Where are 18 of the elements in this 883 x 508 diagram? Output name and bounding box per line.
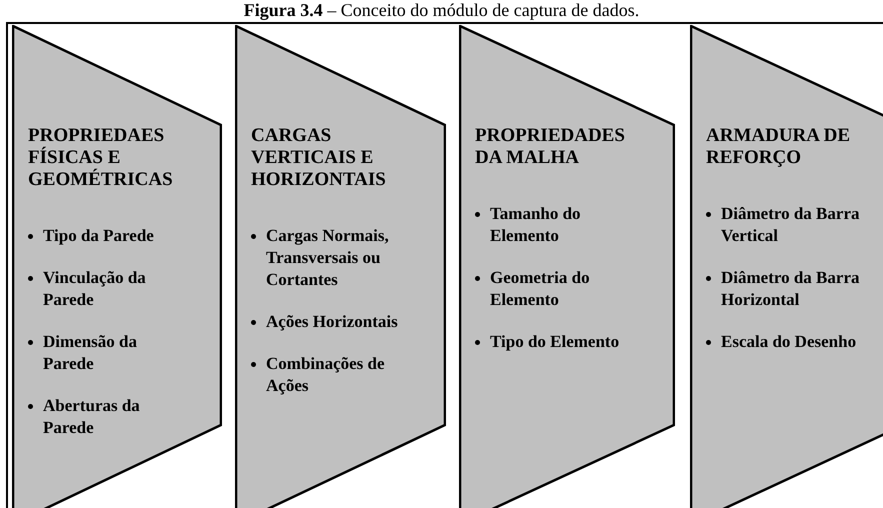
list-item: Tipo da Parede [43, 225, 154, 247]
list-item: Ações Horizontais [266, 311, 398, 333]
list-item: Cargas Normais, Transversais ou Cortantes [266, 225, 390, 291]
list-item: Combinações de Ações [266, 353, 386, 397]
list-item: Diâmetro da Barra Horizontal [721, 267, 860, 311]
panel-heading: PROPRIEDAES FÍSICAS E GEOMÉTRICAS [28, 125, 174, 191]
list-item: Aberturas da Parede [43, 395, 141, 439]
list-item: Diâmetro da Barra Vertical [721, 203, 860, 247]
list-item: Vinculação da Parede [43, 267, 147, 311]
list-item: Tamanho do Elemento [490, 203, 582, 247]
list-item: Escala do Desenho [721, 331, 856, 353]
list-item: Dimensão da Parede [43, 331, 138, 375]
panel-heading: ARMADURA DE REFORÇO [706, 125, 852, 169]
list-item: Tipo do Elemento [490, 331, 620, 353]
figure-title: Figura 3.4 – Conceito do módulo de captura de dados. [242, 0, 640, 20]
panel-heading: PROPRIEDADES DA MALHA [475, 125, 626, 169]
panel-heading: CARGAS VERTICAIS E HORIZONTAIS [251, 125, 387, 191]
list-item: Geometria do Elemento [490, 267, 591, 311]
